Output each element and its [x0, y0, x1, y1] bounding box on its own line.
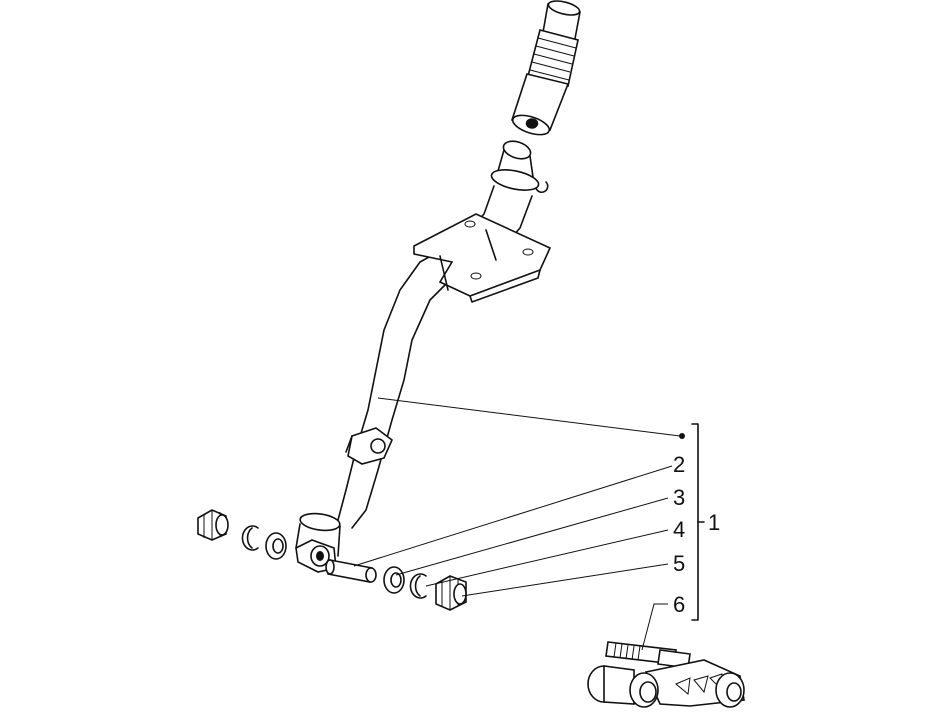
left-nut — [197, 509, 229, 541]
circlip-part-4 — [409, 573, 427, 599]
washer-part-3 — [383, 566, 405, 594]
left-circlip — [241, 525, 259, 551]
callout-6: 6 — [673, 592, 685, 617]
handlebar-tube-with-flange — [337, 140, 552, 529]
left-washer — [265, 532, 287, 560]
linkage-part-6 — [587, 641, 745, 708]
callout-2: 2 — [673, 452, 685, 477]
tube-lower-yoke — [295, 512, 341, 573]
group-bracket — [691, 423, 705, 621]
tube-bracket — [345, 427, 393, 465]
callout-3: 3 — [673, 485, 685, 510]
upper-threaded-tube — [510, 0, 581, 136]
callout-4: 4 — [673, 517, 685, 542]
leader-lines — [353, 397, 685, 651]
callout-5: 5 — [673, 551, 685, 576]
pin-part-2 — [325, 559, 377, 583]
nut-part-5 — [435, 575, 467, 611]
callout-1: 1 — [708, 510, 720, 535]
